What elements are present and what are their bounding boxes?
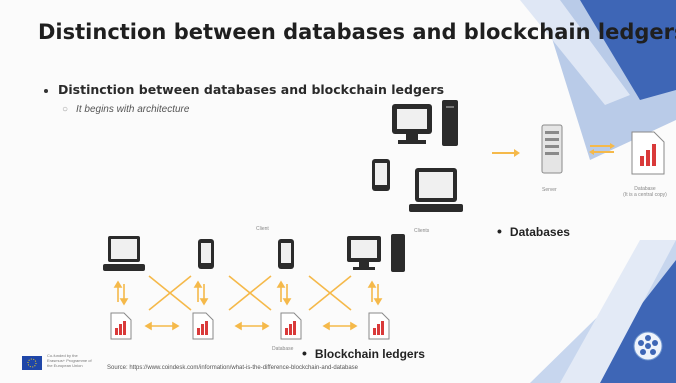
- bullet-dot: [44, 88, 48, 93]
- bullet-dot: •: [302, 345, 307, 361]
- sub-bullet-text: It begins with architecture: [76, 104, 190, 115]
- partner-text: Co-funded by the Erasmus+ Programme of t…: [47, 353, 92, 368]
- sub-bullet: ○ It begins with architecture: [62, 104, 189, 115]
- project-logo-icon: [633, 331, 663, 361]
- top-right-decoration: [520, 0, 676, 160]
- database-label: Database (It is a central copy): [623, 186, 667, 198]
- laptop-icon: [409, 168, 463, 212]
- desktop-computer-icon: [392, 100, 458, 146]
- databases-label-text: Databases: [509, 225, 570, 239]
- eu-flag-logo: [22, 356, 42, 370]
- sync-arrows: [113, 280, 383, 306]
- ledger-report-icon: [192, 312, 214, 340]
- desktop-computer-icon: [347, 234, 405, 272]
- bullet-dot: •: [497, 223, 502, 239]
- arrow-right-icon: [492, 149, 520, 157]
- ledger-report-icon: [368, 312, 390, 340]
- ledger-report-icon: [110, 312, 132, 340]
- ledger-sync-arrows: [144, 321, 358, 331]
- server-label: Server: [542, 187, 557, 193]
- database-report-icon: [631, 131, 665, 175]
- source-text: Source: https://www.coindesk.com/informa…: [107, 365, 359, 371]
- eu-stars-icon: [27, 358, 37, 368]
- slide-title: Distinction between databases and blockc…: [38, 20, 676, 44]
- phone-icon: [372, 159, 390, 191]
- bidirectional-arrow-icon: [589, 143, 615, 155]
- blockchain-ledgers-label-text: Blockchain ledgers: [314, 347, 425, 361]
- ledger-label: Database: [272, 346, 294, 352]
- client-label: Client: [256, 226, 269, 232]
- main-bullet: Distinction between databases and blockc…: [44, 82, 444, 97]
- laptop-icon: [103, 236, 145, 271]
- server-icon: [541, 124, 563, 174]
- main-bullet-text: Distinction between databases and blockc…: [58, 82, 445, 97]
- phone-icon: [198, 239, 214, 269]
- blockchain-ledgers-label: • Blockchain ledgers: [302, 345, 425, 361]
- ledger-report-icon: [280, 312, 302, 340]
- databases-label: • Databases: [497, 223, 570, 239]
- phone-icon: [278, 239, 294, 269]
- sub-bullet-marker: ○: [62, 104, 69, 115]
- clients-label: Clients: [414, 228, 430, 234]
- peer-connection-arrows: [148, 275, 352, 311]
